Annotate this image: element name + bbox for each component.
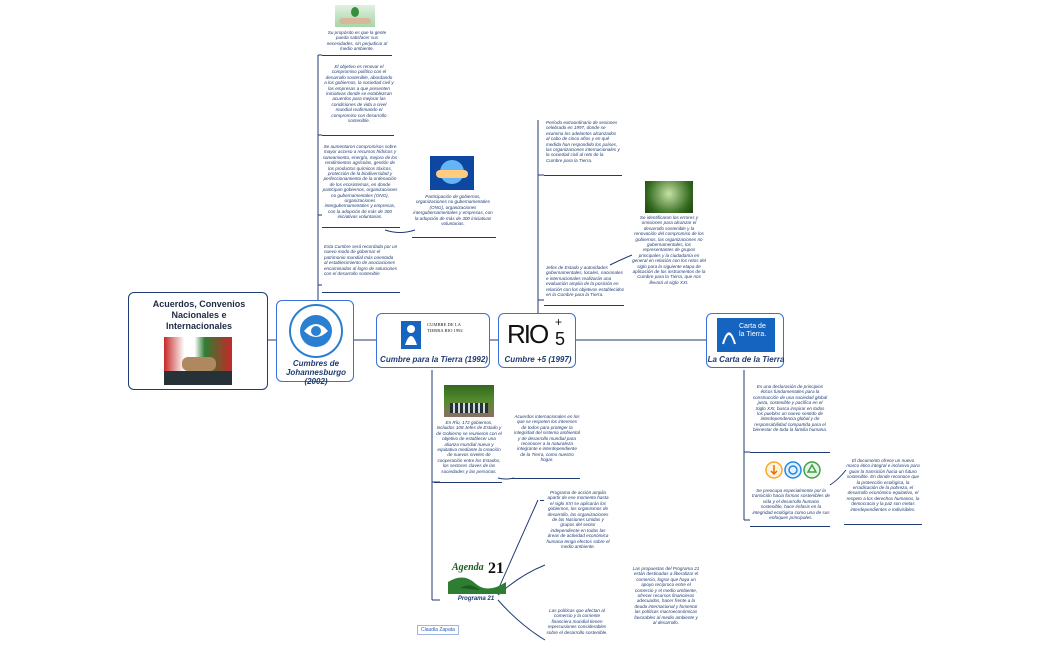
carta-note-3: El documento ofrece un nuevo marco ético… [846, 458, 920, 512]
johannesburgo-note-1: Su propósito es que la gente pueda satis… [326, 30, 388, 52]
rio5-note-1: Período extraordinario de sesiones celeb… [546, 120, 620, 163]
johannesburgo-note-2: El objetivo es renovar el compromiso pol… [324, 64, 394, 124]
rio5-logo-sup: + [555, 317, 563, 329]
carta-note-1: Es una declaración de principios éticos … [752, 384, 828, 433]
agenda21-note-1: Programa de acción amplia apartir de ese… [546, 490, 610, 550]
rio5-node[interactable]: RIO + 5 Cumbre +5 (1997) [498, 313, 576, 368]
tierra1992-note-1: En Río, 172 gobiernos, incluidos 108 Jef… [436, 420, 502, 474]
johannesburgo-note-3: Se aumentaron compromisos sobre mayor ac… [322, 144, 398, 220]
recycle-icons [765, 460, 821, 480]
tierra1992-logo: CUMBRE DE LA TIERRA RIO 1992 [399, 319, 469, 351]
agenda21-logo: Agenda 21 [440, 560, 512, 596]
rio5-label: Cumbre +5 (1997) [504, 355, 572, 364]
agenda21-note-2: Las propuestas del Programa 21 están des… [632, 566, 700, 626]
johannesburgo-node[interactable]: Cumbres de Johannesburgo (2002) [276, 300, 354, 386]
carta-note-2: Se preocupa especialmente por la transic… [752, 488, 830, 521]
handshake-image [164, 337, 232, 385]
central-topic[interactable]: Acuerdos, Convenios Nacionales e Interna… [128, 292, 268, 390]
author-badge[interactable]: Claudia Zapata [417, 625, 459, 635]
tierra1992-node[interactable]: CUMBRE DE LA TIERRA RIO 1992 Cumbre para… [376, 313, 490, 368]
agenda21-logo-num: 21 [488, 560, 504, 577]
johannesburgo-note-5: Esta Cumbre será recordada por un nuevo … [324, 244, 398, 277]
assembly-photo [444, 385, 494, 417]
tierra1992-note-2: Acuerdos internacionales en los que se r… [514, 414, 580, 463]
central-title: Acuerdos, Convenios Nacionales e Interna… [152, 299, 246, 331]
carta-label: La Carta de la Tierra [707, 355, 785, 364]
rio5-logo: RIO + 5 [505, 317, 571, 353]
agenda21-note-3: Las políticas que afectan al comercio y … [546, 608, 608, 635]
earth-hands-image [430, 156, 474, 190]
tierra1992-label: Cumbre para la Tierra (1992) [380, 355, 488, 364]
tierra1992-logo-text: CUMBRE DE LA TIERRA RIO 1992 [427, 322, 463, 333]
agenda21-label: Programa 21 [457, 596, 495, 602]
johannesburgo-logo [287, 303, 345, 359]
rio5-logo-num: 5 [555, 329, 566, 349]
rio5-note-3: Jefes de Estado y autoridades gubernamen… [546, 265, 625, 298]
johannesburgo-label: Cumbres de Johannesburgo (2002) [285, 359, 346, 386]
carta-logo-text: Carta de la Tierra. [739, 323, 767, 338]
forest-image [645, 181, 693, 213]
johannesburgo-note-4: Participación de gobiernos, organizacion… [413, 194, 493, 227]
agenda21-logo-text: Agenda [452, 562, 484, 573]
hands-tree-image [335, 5, 375, 27]
carta-logo: Carta de la Tierra. [717, 318, 775, 352]
agenda21-node[interactable]: Agenda 21 Programa 21 [440, 560, 512, 606]
carta-node[interactable]: Carta de la Tierra. La Carta de la Tierr… [706, 313, 784, 368]
rio5-logo-text: RIO [507, 319, 549, 349]
rio5-note-2: Se identificaron los errores y omisiones… [632, 215, 706, 285]
